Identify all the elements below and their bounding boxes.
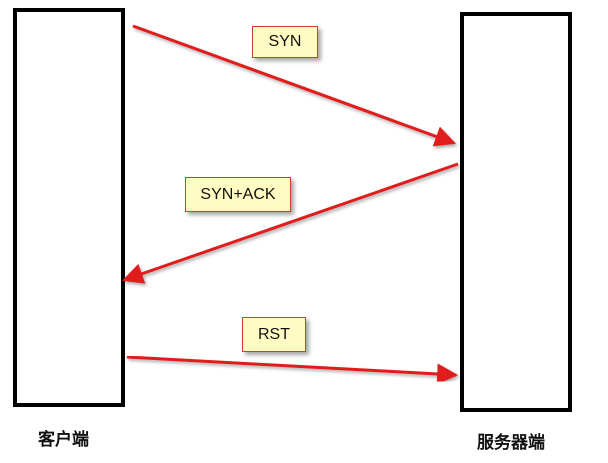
client-label: 客户端 [38,430,89,450]
server-label: 服务器端 [477,433,545,453]
server-box [460,12,572,412]
syn-arrow [132,24,456,147]
rst-arrow [126,355,459,385]
client-box [13,8,125,407]
syn-ack-arrow [122,162,459,284]
syn-label: SYN [252,26,318,58]
syn-ack-label: SYN+ACK [185,177,291,212]
rst-label: RST [242,317,306,352]
